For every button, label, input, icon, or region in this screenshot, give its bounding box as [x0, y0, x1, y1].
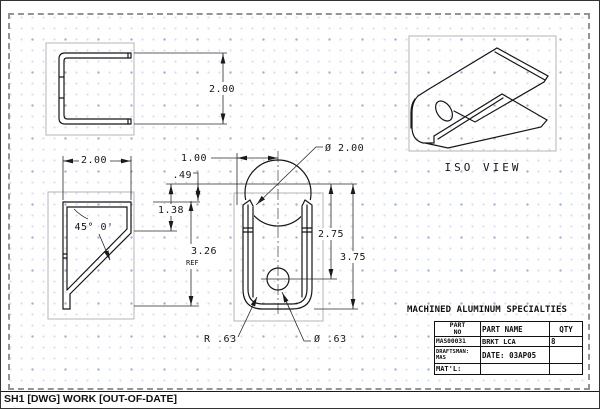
status-text: SH1 [DWG] WORK [OUT-OF-DATE] — [4, 393, 178, 405]
dim-top-offset-label: .49 — [172, 170, 192, 181]
wall-tips — [249, 199, 306, 207]
view-boundary — [233, 192, 324, 322]
channel-outer-edge — [58, 52, 132, 125]
cell-draftsman: DRAFTSMAN: MAS — [434, 346, 481, 364]
draftsman-label: DRAFTSMAN: — [436, 349, 470, 355]
bottom-flange-thickness — [437, 97, 504, 140]
top-flange-thickness — [494, 51, 546, 81]
top-flange — [62, 201, 132, 208]
leader-line — [237, 296, 258, 338]
dim-flange-label: 1.38 — [158, 205, 184, 216]
right-edge — [126, 201, 132, 234]
inner-edges — [252, 206, 303, 298]
header-part-no-line2: NO — [453, 328, 462, 336]
drawing-canvas[interactable]: 2.00 2.00 45° 0' — [1, 1, 599, 392]
dim-corner-radius-label: R .63 — [204, 334, 237, 345]
web-edge-thickness — [410, 98, 416, 129]
iso-view-label: ISO VIEW — [445, 161, 522, 174]
view-boundary — [47, 191, 135, 320]
diagonal-web — [66, 228, 132, 295]
header-qty: QTY — [549, 321, 583, 337]
side-view[interactable]: 2.00 45° 0' 1.38 3.26 — [47, 154, 223, 320]
company-name: MACHINED ALUMINUM SPECIALTIES — [407, 305, 568, 315]
cell-part-no: MAS00031 — [434, 336, 481, 347]
part-table: PART NO PART NAME QTY MAS00031 BRKT LCA … — [434, 321, 583, 375]
view-boundary — [45, 42, 135, 136]
dim-height-label: 3.75 — [340, 252, 366, 263]
bottom-foot — [62, 293, 71, 310]
view-boundary — [408, 35, 557, 152]
cell-qty: 8 — [549, 336, 583, 347]
cell-date: DATE: 03AP05 — [480, 346, 550, 364]
leader-line — [255, 146, 323, 206]
dim-top-height-label: 2.00 — [209, 84, 235, 95]
leader-arrow — [282, 292, 292, 313]
header-part-no: PART NO — [434, 321, 481, 337]
cell-empty — [549, 346, 583, 364]
dim-half-width-label: 1.00 — [181, 153, 207, 164]
dim-angle-label: 45° 0' — [74, 222, 113, 233]
channel-inner-edge — [63, 57, 132, 120]
dim-hole-drop-label: 2.75 — [318, 229, 344, 240]
flange-tips — [127, 52, 132, 125]
cell-part-name: BRKT LCA — [480, 336, 550, 347]
cell-empty — [549, 363, 583, 375]
bend-marks — [62, 253, 68, 259]
dim-ref-label: REF — [186, 259, 199, 267]
iso-view[interactable]: ISO VIEW — [408, 35, 557, 174]
drawing-svg: 2.00 2.00 45° 0' — [45, 35, 557, 345]
cell-empty — [480, 363, 550, 375]
bend-marks — [242, 227, 313, 233]
left-wall — [62, 201, 68, 310]
angle-arc — [73, 208, 89, 220]
top-view[interactable]: 2.00 — [45, 42, 238, 136]
mid-outline — [247, 204, 308, 305]
draftsman-initials: MAS — [436, 355, 446, 361]
top-flange-3d — [428, 47, 549, 123]
dim-side-width-label: 2.00 — [81, 155, 107, 166]
header-part-no-line1: PART — [449, 321, 466, 329]
notch-circle — [244, 159, 312, 227]
status-bar: SH1 [DWG] WORK [OUT-OF-DATE] — [1, 391, 599, 408]
bend-marks — [58, 76, 65, 99]
angle-leader — [98, 233, 111, 261]
front-view[interactable]: 1.00 .49 Ø 2.00 2.75 — [166, 142, 369, 345]
web-and-bottom-flange-3d — [411, 88, 548, 149]
header-part-name: PART NAME — [480, 321, 550, 337]
cell-material-label: MAT'L: — [434, 363, 481, 375]
hole-3d — [435, 100, 453, 122]
dim-notch-dia-label: Ø 2.00 — [325, 142, 364, 154]
outer-outline — [242, 199, 313, 310]
dim-total-label: 3.26 — [191, 246, 217, 257]
dim-hole-dia-label: Ø .63 — [314, 333, 347, 345]
